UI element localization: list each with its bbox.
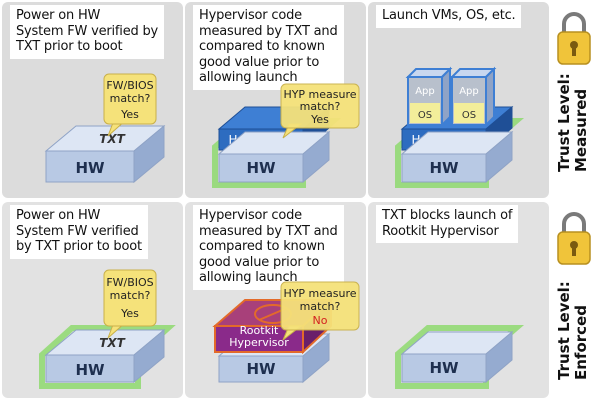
txt-label: TXT <box>99 132 125 146</box>
bubble-line1: HYP measure <box>283 88 356 101</box>
panel-launch-vms: Launch VMs, OS, etc. Hypervisor HW App O… <box>368 2 549 198</box>
hw-side-face <box>485 330 513 384</box>
trust-level-label: Trust Level: Enforced <box>555 281 590 380</box>
fw-bios-match-bubble <box>103 269 157 327</box>
bubble-line2: match? <box>110 289 151 302</box>
panel-caption: Launch VMs, OS, etc. <box>376 5 522 28</box>
trust-level-measured-column: Trust Level: Measured <box>548 2 600 198</box>
trust-level-value: Enforced <box>572 305 590 380</box>
lock-icon <box>557 12 591 65</box>
bubble-line1: FW/BIOS <box>106 79 153 92</box>
os-label: OS <box>418 110 432 121</box>
panel-caption: Hypervisor code measured by TXT and comp… <box>193 5 344 90</box>
rootkit-hypervisor-illustration: HW Rootkit Hypervisor HYP measure match?… <box>212 281 360 384</box>
hw-label: HW <box>75 159 105 177</box>
panel-caption: Power on HW System FW verified by TXT pr… <box>10 5 165 59</box>
bubble-answer: Yes <box>120 307 139 320</box>
hw-label: HW <box>429 159 459 177</box>
hw-side-face <box>485 130 513 184</box>
bubble-answer: Yes <box>120 108 139 121</box>
trust-level-value: Measured <box>572 88 590 172</box>
hw-txt-platform-illustration: HW TXT FW/BIOS match? Yes <box>44 73 166 184</box>
hypervisor-measure-illustration: Hypervisor HW HYP measure match? Yes <box>212 83 360 188</box>
trust-level-enforced-column: Trust Level: Enforced <box>548 202 600 398</box>
bubble-line1: HYP measure <box>283 287 356 300</box>
hw-side-face <box>302 130 330 184</box>
panel-power-on-enforced: Power on HW System FW verified by TXT pr… <box>2 202 183 398</box>
vm-box-2: App OS <box>449 66 497 128</box>
hw-label: HW <box>246 159 276 177</box>
hw-side-face <box>133 124 165 184</box>
rootkit-label-line2: Hypervisor <box>229 336 289 349</box>
panel-launch-blocked: TXT blocks launch of Rootkit Hypervisor … <box>368 202 549 398</box>
bubble-line2: match? <box>300 300 341 313</box>
panel-rootkit-hypervisor: Hypervisor code measured by TXT and comp… <box>185 202 366 398</box>
panel-caption: Power on HW System FW verified by TXT pr… <box>10 205 148 259</box>
trust-level-label: Trust Level: Measured <box>555 73 590 172</box>
txt-label: TXT <box>99 336 125 350</box>
hw-label: HW <box>246 360 276 378</box>
os-label: OS <box>462 110 476 121</box>
vm-launch-illustration: Hypervisor HW App OS App OS <box>395 66 525 188</box>
vm-box-1: App OS <box>405 66 453 128</box>
panel-caption: TXT blocks launch of Rootkit Hypervisor <box>376 205 519 243</box>
bubble-line2: match? <box>110 92 151 105</box>
fw-bios-match-bubble <box>103 73 157 125</box>
app-label: App <box>459 86 479 97</box>
hw-label: HW <box>429 359 459 377</box>
hw-txt-platform-illustration: HW TXT FW/BIOS match? Yes <box>39 269 176 389</box>
bubble-answer-no: No <box>313 314 328 327</box>
rootkit-label-line1: Rootkit <box>240 324 279 337</box>
app-label: App <box>415 86 435 97</box>
bubble-answer: Yes <box>310 113 329 126</box>
hw-label: HW <box>75 361 105 379</box>
panel-power-on-measured: Power on HW System FW verified by TXT pr… <box>2 2 183 198</box>
trust-level-title: Trust Level: <box>555 73 573 172</box>
lock-icon <box>557 212 591 265</box>
hw-side-face <box>133 328 165 384</box>
hw-only-illustration: HW <box>395 325 525 389</box>
hyp-measure-match-bubble <box>280 281 360 331</box>
bubble-line1: FW/BIOS <box>106 276 153 289</box>
panel-hypervisor-measured: Hypervisor code measured by TXT and comp… <box>185 2 366 198</box>
hw-side-face <box>302 332 330 384</box>
bubble-line2: match? <box>300 100 341 113</box>
panel-caption: Hypervisor code measured by TXT and comp… <box>193 205 344 290</box>
trust-level-title: Trust Level: <box>555 281 573 380</box>
hyp-measure-match-bubble <box>280 83 360 129</box>
